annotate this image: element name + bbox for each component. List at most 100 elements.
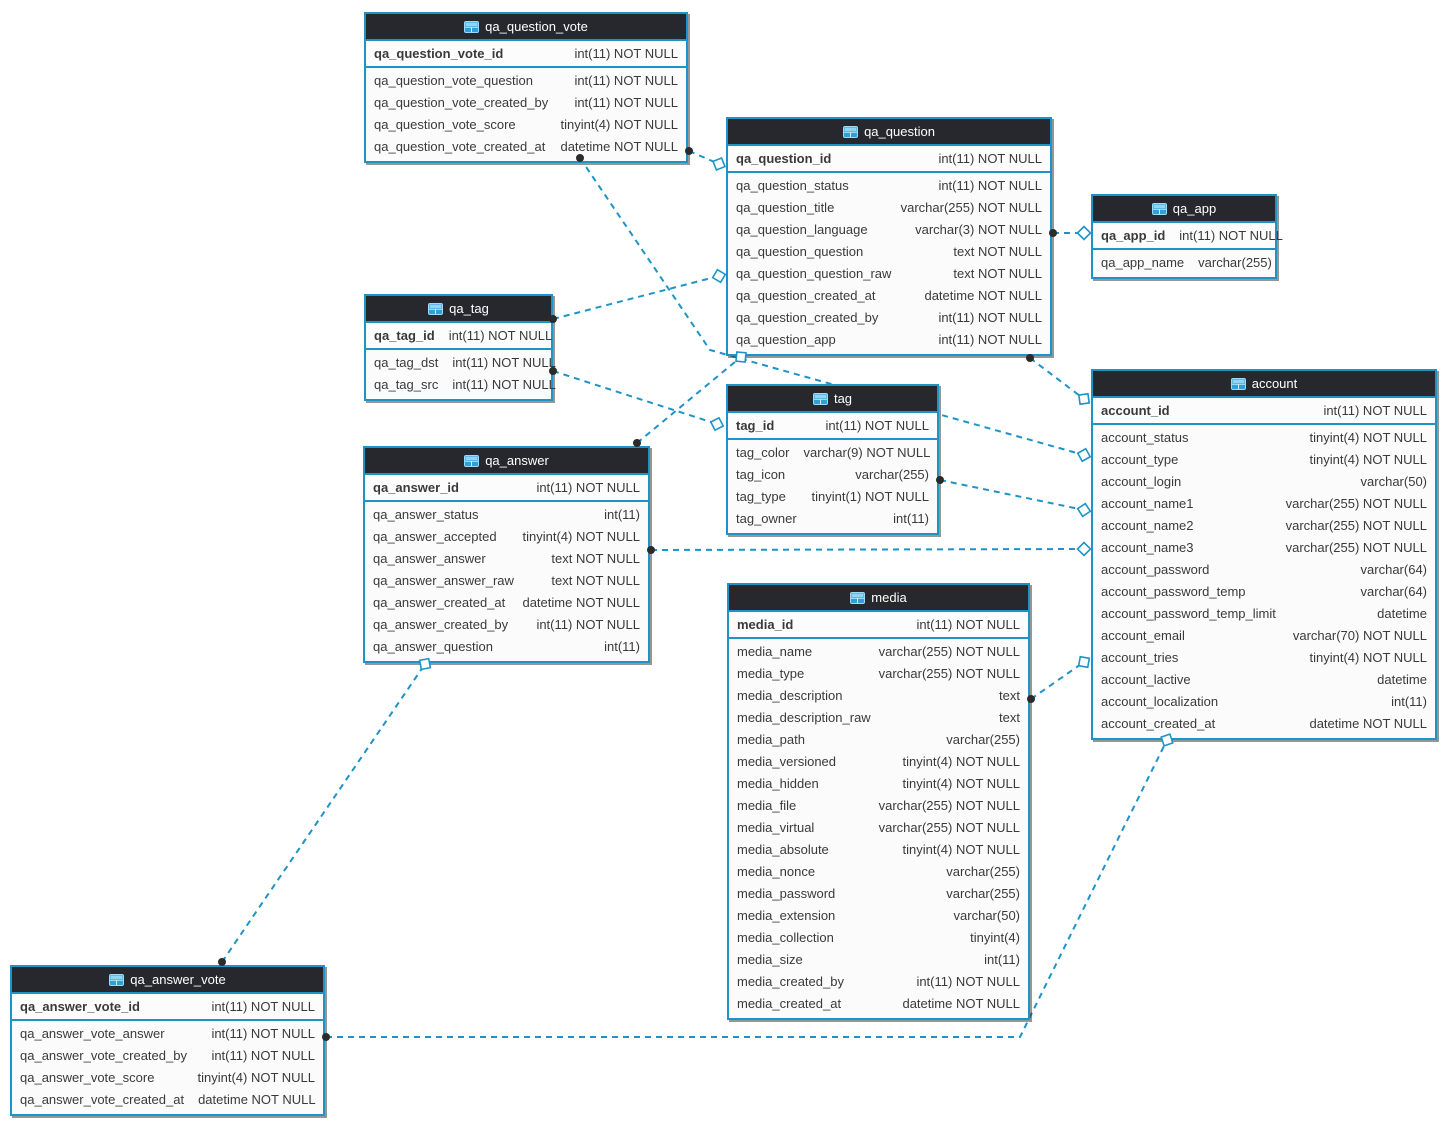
relationship-line-qa_answer_vote-account[interactable] bbox=[326, 739, 1168, 1038]
table-header[interactable]: tag bbox=[728, 386, 937, 413]
relationship-line-media-account[interactable] bbox=[1030, 661, 1085, 700]
table-header[interactable]: qa_tag bbox=[366, 296, 551, 323]
table-header[interactable]: qa_question_vote bbox=[366, 14, 686, 41]
table-header[interactable]: qa_answer_vote bbox=[12, 967, 323, 994]
relationship-line-qa_tag-tag[interactable] bbox=[552, 370, 718, 425]
relationship-line-qa_question_vote-account[interactable] bbox=[579, 157, 1085, 456]
table-header[interactable]: qa_answer bbox=[365, 448, 648, 475]
relationship-line-qa_tag-qa_question[interactable] bbox=[552, 275, 720, 320]
relationship-line-qa_answer_vote-qa_answer[interactable] bbox=[221, 663, 426, 963]
relationship-line-qa_answer-qa_question[interactable] bbox=[636, 356, 742, 444]
table-header[interactable]: account bbox=[1093, 371, 1435, 398]
relationship-line-qa_question-account[interactable] bbox=[1029, 357, 1085, 400]
relationship-line-qa_question_vote-qa_question[interactable] bbox=[688, 150, 720, 165]
relationship-line-qa_answer-account[interactable] bbox=[650, 548, 1085, 551]
relationship-line-tag-account[interactable] bbox=[939, 479, 1085, 511]
table-header[interactable]: qa_app bbox=[1093, 196, 1275, 223]
table-header[interactable]: media bbox=[729, 585, 1028, 612]
table-header[interactable]: qa_question bbox=[728, 119, 1050, 146]
